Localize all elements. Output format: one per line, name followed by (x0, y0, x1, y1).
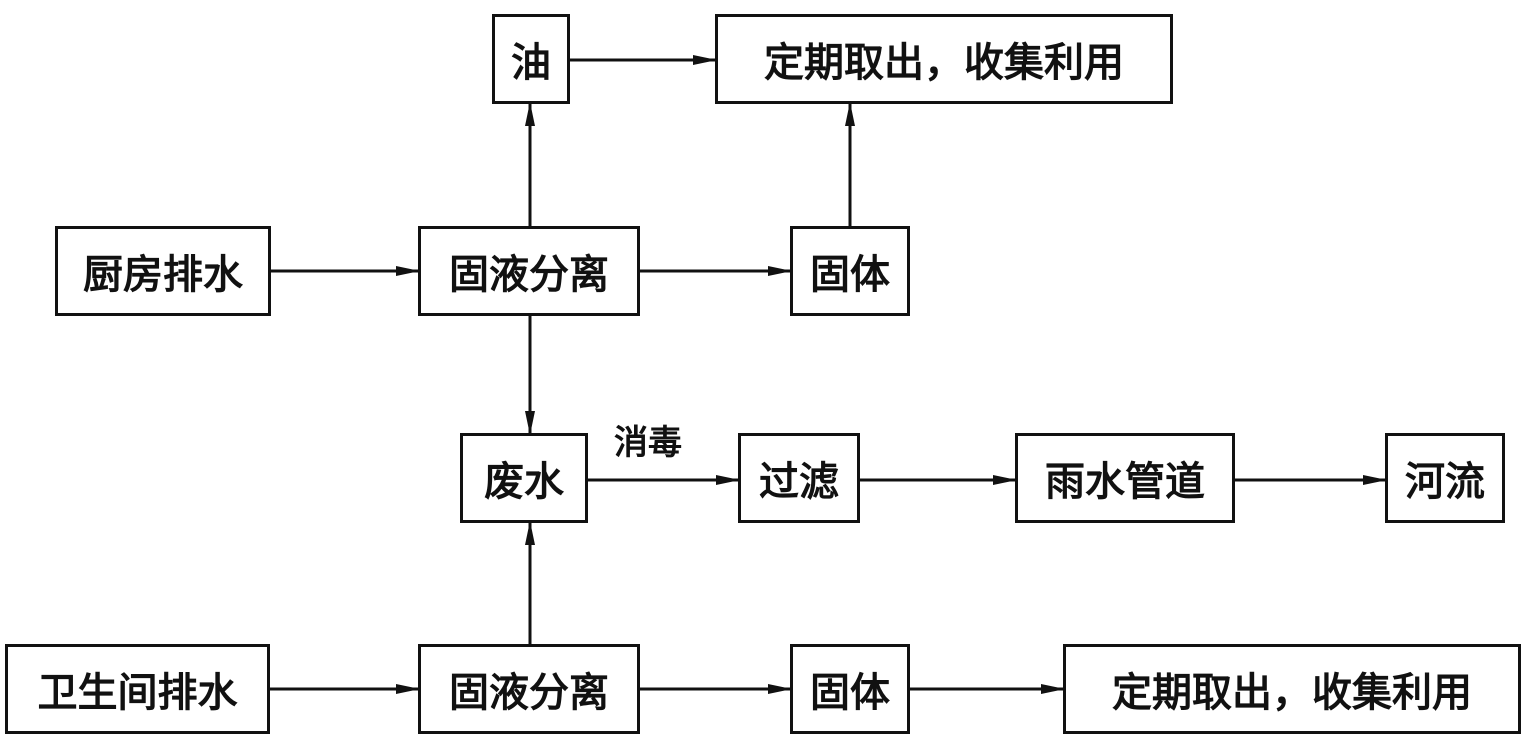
node-separation-top: 固液分离 (418, 226, 640, 316)
node-toilet-drain: 卫生间排水 (5, 644, 270, 734)
node-collect-bottom: 定期取出，收集利用 (1063, 644, 1521, 734)
node-kitchen-drain: 厨房排水 (55, 226, 271, 316)
node-rain-pipe: 雨水管道 (1015, 433, 1235, 523)
node-solid-bottom: 固体 (790, 644, 910, 734)
node-wastewater: 废水 (460, 433, 588, 523)
node-river: 河流 (1385, 433, 1505, 523)
node-separation-bottom: 固液分离 (418, 644, 640, 734)
node-collect-top: 定期取出，收集利用 (715, 14, 1173, 104)
node-oil: 油 (492, 14, 570, 104)
edge-label-disinfection: 消毒 (614, 423, 682, 463)
node-filter: 过滤 (738, 433, 860, 523)
node-solid-top: 固体 (790, 226, 910, 316)
